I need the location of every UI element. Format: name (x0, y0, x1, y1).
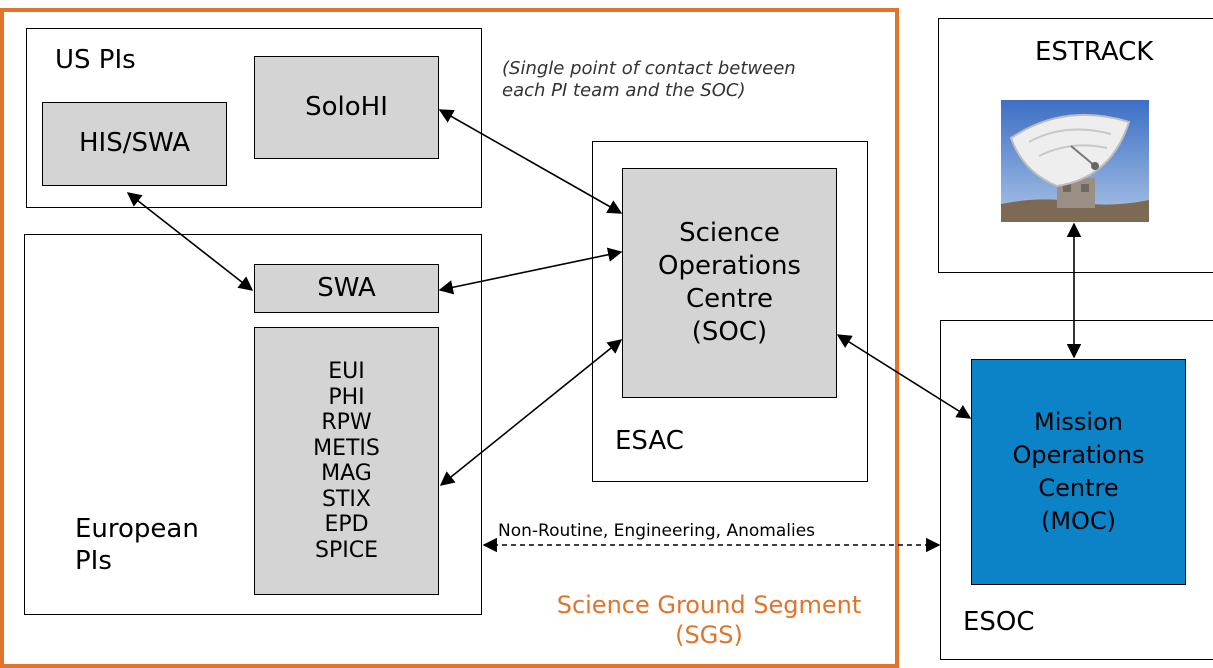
sgs-label-line1: Science Ground Segment (556, 591, 862, 619)
soc-box: Science Operations Centre (SOC) (622, 168, 837, 398)
arrow-soc-moc (836, 334, 972, 419)
european-pis-title-line1: European (75, 514, 199, 544)
european-pis-title: European PIs (75, 513, 199, 577)
sgs-label: Science Ground Segment (SGS) (530, 590, 888, 650)
soc-line4: (SOC) (691, 317, 768, 347)
his-swa-box: HIS/SWA (42, 102, 227, 186)
soc-line1: Science (679, 218, 780, 248)
esoc-label: ESOC (963, 607, 1035, 637)
solohi-box: SoloHI (254, 56, 439, 159)
us-pis-title: US PIs (55, 45, 136, 75)
arrow-solohi-soc (438, 109, 623, 214)
moc-line1: Mission (1034, 408, 1123, 436)
estrack-label: ESTRACK (1035, 37, 1154, 67)
european-pis-title-line2: PIs (75, 546, 112, 576)
instrument-spice: SPICE (315, 537, 378, 563)
soc-line3: Centre (686, 284, 773, 314)
satellite-dish-image (1001, 100, 1149, 222)
moc-line4: (MOC) (1040, 507, 1117, 535)
instrument-phi: PHI (328, 384, 365, 410)
moc-line2: Operations (1012, 441, 1145, 469)
esac-label: ESAC (615, 426, 684, 456)
swa-box: SWA (254, 264, 439, 313)
arrow-swa-soc (438, 247, 623, 295)
instrument-rpw: RPW (321, 410, 372, 435)
arrow-his-swa-to-swa (126, 192, 254, 291)
moc-box: Mission Operations Centre (MOC) (971, 359, 1186, 585)
contact-note-line1: (Single point of contact between (502, 58, 796, 79)
arrow-instruments-soc (439, 339, 623, 486)
instrument-metis: METIS (313, 435, 380, 461)
instrument-mag: MAG (321, 461, 372, 486)
instrument-eui: EUI (328, 359, 365, 384)
contact-note: (Single point of contact between each PI… (502, 58, 796, 102)
contact-note-line2: each PI team and the SOC) (502, 80, 746, 101)
link-label: Non-Routine, Engineering, Anomalies (498, 521, 816, 541)
moc-line3: Centre (1038, 474, 1119, 502)
soc-line2: Operations (658, 251, 801, 281)
instrument-epd: EPD (324, 512, 369, 537)
instrument-stix: STIX (322, 486, 371, 512)
instruments-box: EUI PHI RPW METIS MAG STIX EPD SPICE (254, 327, 439, 595)
sgs-label-line2: (SGS) (675, 621, 743, 649)
